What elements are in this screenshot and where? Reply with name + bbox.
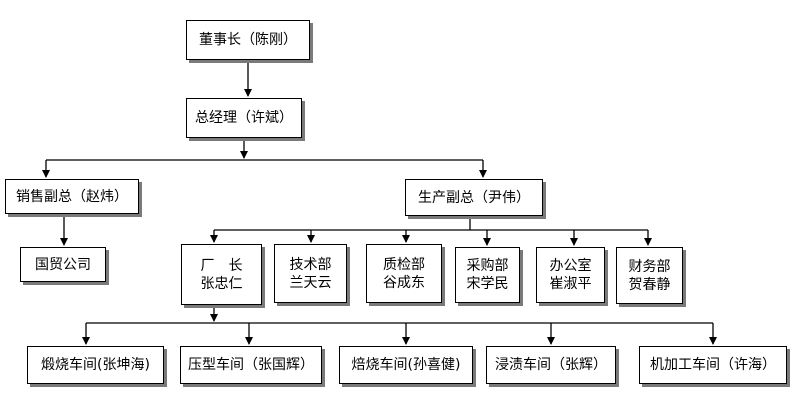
tech-dept-title: 技术部 bbox=[289, 256, 332, 273]
finance-dept-person: 贺春静 bbox=[628, 276, 671, 293]
factory-director-box: 厂 长 张忠仁 bbox=[181, 244, 262, 305]
chairman-box: 董事长（陈刚） bbox=[186, 20, 310, 60]
production-vp-label: 生产副总（尹伟） bbox=[418, 189, 530, 206]
finance-dept-title: 财务部 bbox=[628, 258, 671, 275]
qc-dept-person: 谷成东 bbox=[383, 274, 425, 291]
workshop-impregnation-label: 浸渍车间（张辉） bbox=[495, 357, 607, 373]
workshop-pressing-label: 压型车间（张国辉） bbox=[188, 357, 314, 373]
chairman-label: 董事长（陈刚） bbox=[199, 32, 297, 48]
workshop-baking-label: 焙烧车间(孙喜健) bbox=[351, 357, 461, 373]
office-person: 崔淑平 bbox=[549, 276, 592, 292]
office-title: 办公室 bbox=[549, 258, 592, 274]
general-manager-box: 总经理（许斌） bbox=[186, 98, 302, 138]
workshop-machining-label: 机加工车间（许海） bbox=[650, 357, 776, 373]
workshop-machining-box: 机加工车间（许海） bbox=[639, 346, 787, 384]
workshop-baking-box: 焙烧车间(孙喜健) bbox=[339, 346, 473, 384]
factory-director-person: 张忠仁 bbox=[200, 275, 243, 292]
tech-dept-person: 兰天云 bbox=[289, 274, 332, 291]
factory-director-title: 厂 长 bbox=[200, 257, 243, 274]
qc-dept-title: 质检部 bbox=[383, 256, 425, 273]
trade-company-label: 国贸公司 bbox=[35, 256, 91, 273]
purchase-dept-person: 宋学民 bbox=[466, 276, 509, 292]
finance-dept-box: 财务部 贺春静 bbox=[616, 247, 683, 304]
purchase-dept-box: 采购部 宋学民 bbox=[455, 247, 520, 303]
trade-company-box: 国贸公司 bbox=[20, 247, 106, 282]
workshop-calcining-box: 煅烧车间(张坤海) bbox=[27, 346, 164, 384]
workshop-impregnation-box: 浸渍车间（张辉） bbox=[486, 346, 616, 384]
purchase-dept-title: 采购部 bbox=[466, 258, 509, 274]
workshop-calcining-label: 煅烧车间(张坤海) bbox=[41, 357, 150, 373]
office-box: 办公室 崔淑平 bbox=[536, 247, 605, 303]
production-vp-box: 生产副总（尹伟） bbox=[405, 179, 543, 216]
general-manager-label: 总经理（许斌） bbox=[195, 110, 293, 126]
sales-vp-box: 销售副总（赵炜） bbox=[5, 179, 139, 214]
workshop-pressing-box: 压型车间（张国辉） bbox=[180, 346, 322, 384]
qc-dept-box: 质检部 谷成东 bbox=[366, 244, 442, 303]
tech-dept-box: 技术部 兰天云 bbox=[274, 244, 347, 303]
sales-vp-label: 销售副总（赵炜） bbox=[16, 188, 128, 205]
